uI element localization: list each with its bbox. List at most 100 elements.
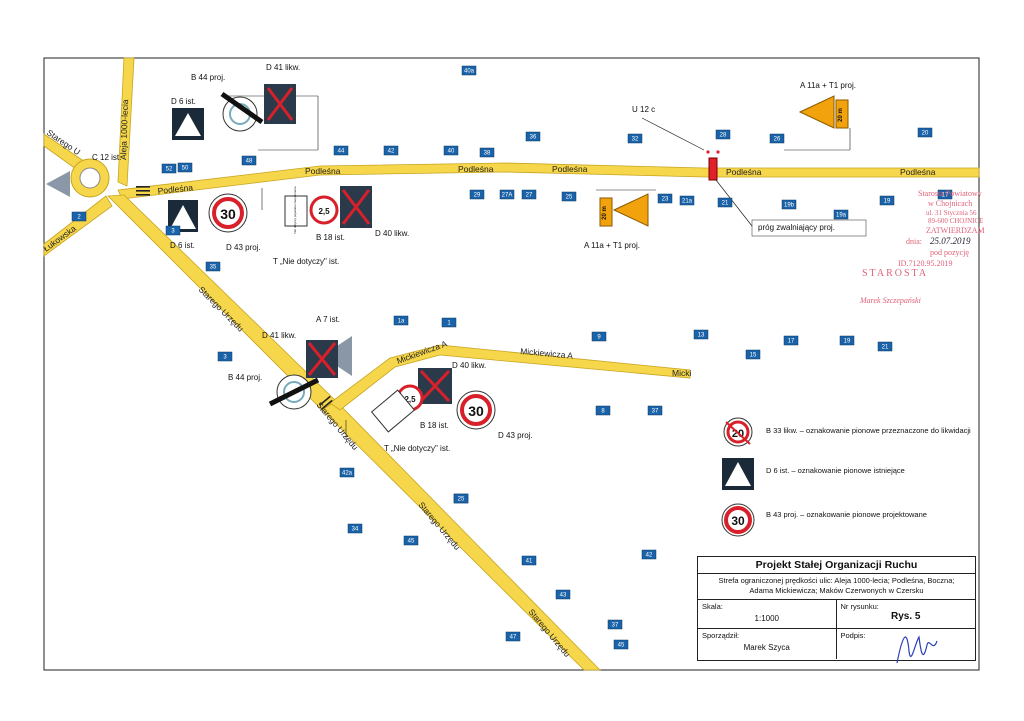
scale-label: Skala: [702,602,723,611]
parcel-number: 29 [474,193,481,199]
parcel-number: 40a [464,69,475,75]
parcel-marker: 25 [561,191,577,202]
title-block-title: Projekt Stałej Organizacji Ruchu [698,557,975,574]
parcel-number: 26 [774,137,781,143]
roundabout-island [79,167,101,189]
parcel-marker: 47 [505,631,521,642]
road-label-podlesna-6: Podleśna [157,182,194,196]
parcel-marker: 37 [647,405,663,416]
parcel-marker: 28 [715,129,731,140]
parcel-marker: 19 [879,195,895,206]
parcel-marker: 40a [461,65,477,76]
parcel-number: 25 [566,195,573,201]
label-d41-top: D 41 likw. [266,63,300,72]
label-b44-top: B 44 proj. [191,73,225,82]
road-aleja-1000 [117,57,135,187]
parcel-number: 25 [458,497,465,503]
parcel-marker: 23 [657,193,673,204]
stamp-starosta: STAROSTA [862,268,928,279]
label-d41-mid: D 41 likw. [262,331,296,340]
parcel-number: 17 [788,339,795,345]
title-block: Projekt Stałej Organizacji Ruchu Strefa … [697,556,976,664]
parcel-number: 35 [210,265,217,271]
legend-d6-text: D 6 ist. – oznakowanie pionowe istniejąc… [766,466,905,475]
label-a7: A 7 ist. [316,315,340,324]
parcel-number: 23 [662,197,669,203]
road-label-podlesna-4: Podleśna [726,167,762,177]
parcel-marker: 20 [917,127,933,138]
prog-leader [715,179,753,227]
b18-value-top: 2,5 [318,207,330,216]
parcel-marker: 48 [241,155,257,166]
title-block-row-author: Sporządził: Marek Szyca Podpis: [698,629,976,664]
parcel-number: 28 [720,133,727,139]
parcel-marker: 17 [783,335,799,346]
parcel-marker: 40 [443,145,459,156]
label-b44-mid: B 44 proj. [228,373,262,382]
stamp-position: pod pozycję [930,248,969,257]
label-b18-mid: B 18 ist. [420,421,449,430]
label-a11a-right: A 11a + T1 proj. [800,81,856,90]
legend-b43-text: B 43 proj. – oznakowanie pionowe projekt… [766,510,927,519]
parcel-marker: 21 [717,197,733,208]
sign-cluster-podlesna-mid: Nie dotyczy pojazdów zaopatrzenia 2,5 B … [261,186,409,266]
parcel-marker: 37 [607,619,623,630]
parcel-number: 19b [784,203,795,209]
label-d6-bottom: D 6 ist. [170,241,195,250]
t-plate-top [284,195,308,227]
label-t-top: T „Nie dotyczy" ist. [273,257,339,266]
label-prog: próg zwalniający proj. [758,223,835,232]
parcel-marker: 27 [521,189,537,200]
scale-cell: Skala: 1:1000 [698,600,837,628]
signature-cell: Podpis: [837,629,976,664]
parcel-number: 15 [750,353,757,359]
parcel-number: 19a [836,213,847,219]
scale-value: 1:1000 [754,614,779,623]
stamp-line2: w Chojnicach [928,199,972,208]
a11a-sign-right: 20 m A 11a + T1 proj. [784,81,856,151]
stamp-signatory: Marek Szczepański [859,296,921,305]
a11a-plate-right: 20 m [838,108,844,122]
label-c12: C 12 ist. [92,153,121,162]
parcel-number: 27 [526,193,533,199]
sign-cluster-top: B 44 proj. D 41 likw. D 6 ist. [171,63,319,151]
label-d40-top: D 40 likw. [375,229,409,238]
stamp-id: ID.7120.95.2019 [898,259,952,268]
parcel-number: 1 [447,321,451,327]
t-plate-mid [370,389,416,433]
parcel-number: 37 [612,623,619,629]
parcel-number: 21a [682,199,693,205]
road-label-mickiewicza-1: Mickiewicza A [520,346,574,361]
approval-stamp: Starosta Powiatowy w Chojnicach ul. 31 S… [859,189,985,305]
parcel-marker: 8 [595,405,611,416]
b44-sign-top [222,96,258,132]
legend: 20 30 [721,417,755,537]
parcel-marker: 2 [71,211,87,222]
parcel-marker: 27A [499,189,515,200]
parcel-marker: 19a [833,209,849,220]
stamp-approved: ZATWIERDZAM [926,226,985,235]
parcel-marker: 25 [453,493,469,504]
u12c-leader [641,117,705,151]
legend-b33-text: B 33 likw. – oznakowanie pionowe przezna… [766,426,971,435]
parcel-marker: 38 [479,147,495,158]
parcel-number: 27A [502,193,513,199]
parcel-marker: 45 [613,639,629,650]
speed-bump [708,157,718,181]
parcel-number: 42 [646,553,653,559]
prepared-value: Marek Szyca [743,643,790,652]
parcel-marker: 34 [347,523,363,534]
parcel-marker: 32 [627,133,643,144]
parcel-number: 36 [530,135,537,141]
parcel-number: 41 [526,559,533,565]
drawing-no-label: Nr rysunku: [840,602,879,611]
legend-b43-value: 30 [731,514,745,528]
crosswalk-podlesna [136,186,150,196]
parcel-marker: 44 [333,145,349,156]
parcel-marker: 45 [403,535,419,546]
parcel-number: 3 [223,355,227,361]
road-mickiewicza [329,344,691,411]
parcel-marker: 35 [205,261,221,272]
road-podlesna [117,162,980,200]
